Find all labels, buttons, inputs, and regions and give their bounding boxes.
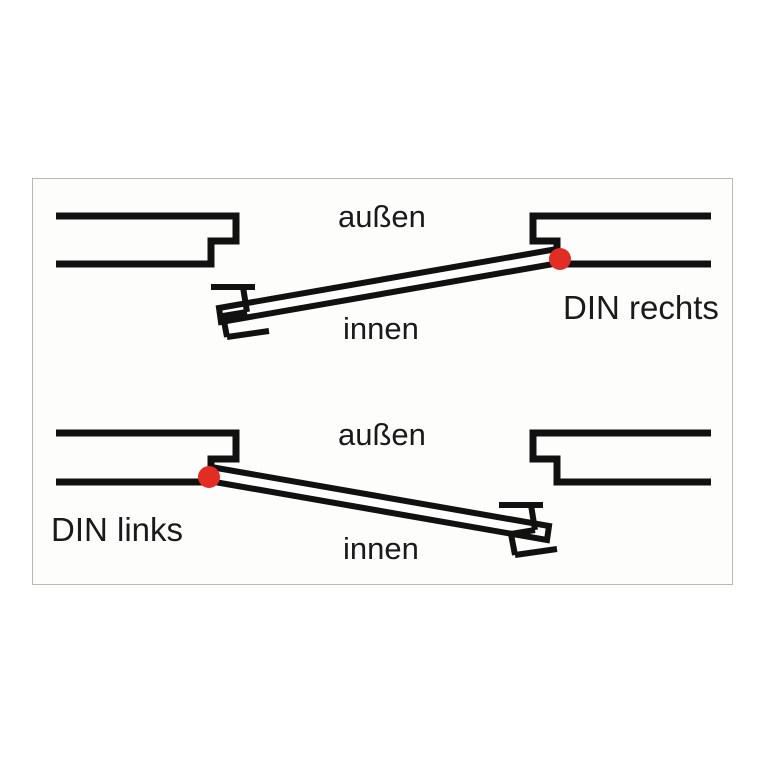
bottom-right-wall-section [529,429,711,486]
bottom-left-wall-section [56,429,240,486]
variant-din-links: außen innen DIN links [51,417,711,566]
bottom-door-handle [499,502,558,558]
top-inside-label: innen [343,311,419,346]
bottom-door-leaf [205,463,553,544]
bottom-hinge-point [198,466,220,488]
bottom-outside-label: außen [338,417,426,452]
top-designation-label: DIN rechts [563,289,719,326]
top-outside-label: außen [338,199,426,234]
variant-din-rechts: außen innen DIN rechts [56,199,719,346]
diagram-frame: außen innen DIN rechts außen innen [32,178,733,585]
top-hinge-point [549,248,571,270]
door-handing-plan: außen innen DIN rechts außen innen [51,199,719,566]
top-left-wall-section [56,212,240,268]
top-right-wall-section [529,212,711,268]
bottom-designation-label: DIN links [51,511,183,548]
top-door-handle [211,284,270,340]
bottom-inside-label: innen [343,531,419,566]
